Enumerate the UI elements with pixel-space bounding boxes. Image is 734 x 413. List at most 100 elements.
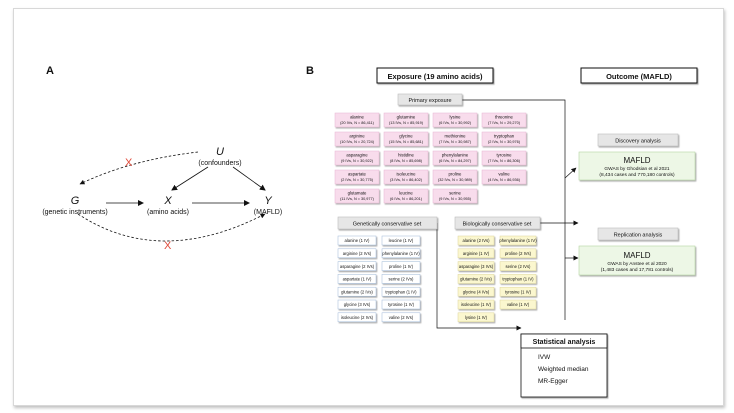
genetic-item-alanine-1-iv: alanine (1 IV) <box>337 235 377 246</box>
svg-text:proline (1 IV): proline (1 IV) <box>389 264 414 269</box>
panel-a-label: A <box>46 65 54 77</box>
to-discovery-arrow <box>564 167 577 179</box>
svg-text:tryptophan (1 IV): tryptophan (1 IV) <box>385 289 417 294</box>
genetic-item-glycine-3-ivs: glycine (3 IVs) <box>337 299 377 310</box>
svg-text:asparagine (3 IVs): asparagine (3 IVs) <box>459 264 494 269</box>
primary-item-alanine: alanine(20 IVs, N = 86,411) <box>334 112 380 128</box>
bio-item-tyrosine-1-iv: tyrosine (1 IV) <box>499 286 537 297</box>
svg-text:isoleucine (1 IV): isoleucine (1 IV) <box>461 302 492 307</box>
discovery-line2: (8,434 cases and 770,180 controls) <box>599 172 675 178</box>
svg-text:(10 IVs, N = 20,724): (10 IVs, N = 20,724) <box>340 140 375 144</box>
genetic-item-tryptophan-1-iv: tryptophan (1 IV) <box>381 286 421 297</box>
bio-item-phenylalanine-1-iv: phenylalanine (1 IV) <box>499 235 537 246</box>
primary-item-leucine: leucine(6 IVs, N = 86,201) <box>383 188 429 204</box>
svg-text:tryptophan: tryptophan <box>494 134 515 139</box>
bio-item-proline-2-ivs: proline (2 IVs) <box>499 248 537 259</box>
svg-text:arginine (1 IV): arginine (1 IV) <box>463 251 490 256</box>
svg-text:phenylalanine (1 IV): phenylalanine (1 IV) <box>382 251 420 256</box>
genetic-item-phenylalanine-1-iv: phenylalanine (1 IV) <box>381 248 421 259</box>
primary-item-threonine: threonine(7 IVs, N = 29,270) <box>481 112 527 128</box>
svg-text:leucine: leucine <box>399 191 413 196</box>
primary-item-lysine: lysine(6 IVs, N = 30,992) <box>432 112 478 128</box>
svg-text:isoleucine (2 IVs): isoleucine (2 IVs) <box>341 315 374 320</box>
svg-text:glutamine (2 IVs): glutamine (2 IVs) <box>460 277 492 282</box>
svg-text:phenylalanine: phenylalanine <box>442 153 469 158</box>
genetic-item-isoleucine-2-ivs: isoleucine (2 IVs) <box>337 312 377 323</box>
svg-text:glutamine (2 IVs): glutamine (2 IVs) <box>341 289 373 294</box>
genetic-item-arginine-2-ivs: arginine (2 IVs) <box>337 248 377 259</box>
genetic-item-valine-2-ivs: valine (2 IVs) <box>381 312 421 323</box>
primary-item-tyrosine: tyrosine(7 IVs, N = 86,306) <box>481 150 527 166</box>
bio-item-asparagine-3-ivs: asparagine (3 IVs) <box>457 261 495 271</box>
svg-text:(32 IVs, N = 30,989): (32 IVs, N = 30,989) <box>438 178 473 182</box>
genetic-item-leucine-1-iv: leucine (1 IV) <box>381 235 421 246</box>
svg-text:asparagine (2 IVs): asparagine (2 IVs) <box>340 264 375 269</box>
stat-item-weighted-median: Weighted median <box>538 366 589 373</box>
primary-item-histidine: histidine(8 IVs, N = 85,698) <box>383 150 429 166</box>
svg-text:glycine (4 IVs): glycine (4 IVs) <box>463 289 490 294</box>
svg-text:(9 IVs, N = 30,922): (9 IVs, N = 30,922) <box>341 159 374 163</box>
replication-analysis-label: Replication analysis <box>614 233 663 239</box>
svg-text:leucine (1 IV): leucine (1 IV) <box>389 238 414 243</box>
primary-item-glutamate: glutamate(11 IVs, N = 30,977) <box>334 188 380 204</box>
svg-text:(7 IVs, N = 30,987): (7 IVs, N = 30,987) <box>439 140 472 144</box>
svg-text:(2 IVs, N = 30,775): (2 IVs, N = 30,775) <box>341 178 374 182</box>
svg-text:(2 IVs, N = 30,976): (2 IVs, N = 30,976) <box>488 140 521 144</box>
genetic-item-aspartate-1-iv: aspartate (1 IV) <box>337 274 377 284</box>
primary-item-serine: serine(9 IVs, N = 30,955) <box>432 188 478 204</box>
panel-b-label: B <box>306 65 314 77</box>
node-g-label: (genetic instruments) <box>42 209 107 216</box>
svg-text:glutamate: glutamate <box>348 191 367 196</box>
primary-exposure-label: Primary exposure <box>408 98 451 104</box>
svg-text:phenylalanine (1 IV): phenylalanine (1 IV) <box>499 238 537 243</box>
stat-header-box <box>520 333 608 349</box>
svg-text:isoleucine: isoleucine <box>396 172 416 177</box>
node-x-label: (amino acids) <box>147 209 189 216</box>
u-to-y-arrow <box>232 166 266 191</box>
replication-outcome-box <box>578 245 696 276</box>
u-to-x-arrow <box>171 166 209 191</box>
bio-item-lysine-1-iv: lysine (1 IV) <box>457 312 495 323</box>
svg-text:(13 IVs, N = 85,919): (13 IVs, N = 85,919) <box>389 121 424 125</box>
svg-text:lysine (1 IV): lysine (1 IV) <box>465 315 488 320</box>
outcome-header: Outcome (MAFLD) <box>606 72 672 81</box>
svg-text:(6 IVs, N = 84,297): (6 IVs, N = 84,297) <box>439 159 472 163</box>
svg-text:(20 IVs, N = 86,411): (20 IVs, N = 86,411) <box>340 121 375 125</box>
svg-text:(7 IVs, N = 86,306): (7 IVs, N = 86,306) <box>488 159 521 163</box>
svg-text:serine (2 IVs): serine (2 IVs) <box>389 277 415 282</box>
genetic-item-tyrosine-1-iv: tyrosine (1 IV) <box>381 299 421 310</box>
discovery-analysis-label: Discovery analysis <box>615 139 661 145</box>
replication-line1: GWAS by Anstee et al 2020 <box>607 261 667 267</box>
svg-text:tyrosine: tyrosine <box>496 153 512 158</box>
bio-item-glutamine-2-ivs: glutamine (2 IVs) <box>457 274 495 284</box>
bio-item-serine-2-ivs: serine (2 IVs) <box>499 261 537 271</box>
svg-text:glutamine: glutamine <box>397 115 416 120</box>
bio-set-label: Biologically conservative set <box>463 222 532 228</box>
replication-analysis-box <box>597 227 679 241</box>
bio-set-grid: alanine (2 IVs) phenylalanine (1 IV) argin… <box>457 235 537 323</box>
primary-item-proline: proline(32 IVs, N = 30,989) <box>432 169 478 185</box>
primary-item-methionine: methionine(7 IVs, N = 30,987) <box>432 131 478 147</box>
svg-text:(9 IVs, N = 30,955): (9 IVs, N = 30,955) <box>439 197 472 201</box>
node-u-label: (confounders) <box>198 160 241 167</box>
svg-text:serine: serine <box>449 191 461 196</box>
primary-exposure-grid: alanine(20 IVs, N = 86,411)glutamine(13 … <box>334 112 527 204</box>
discovery-line1: GWAS by Ghodsian et al 2021 <box>604 166 669 172</box>
cross-mark-top: X <box>125 157 133 169</box>
svg-text:alanine (2 IVs): alanine (2 IVs) <box>463 238 491 243</box>
primary-item-tryptophan: tryptophan(2 IVs, N = 30,976) <box>481 131 527 147</box>
replication-line2: (1,483 cases and 17,781 controls) <box>601 267 674 273</box>
svg-text:asparagine: asparagine <box>346 153 368 158</box>
node-u: U <box>216 146 224 158</box>
primary-item-arginine: arginine(10 IVs, N = 20,724) <box>334 131 380 147</box>
bio-item-alanine-2-ivs: alanine (2 IVs) <box>457 235 495 246</box>
svg-text:glycine: glycine <box>399 134 413 139</box>
genetic-item-serine-2-ivs: serine (2 IVs) <box>381 274 421 284</box>
bio-item-valine-1-iv: valine (1 IV) <box>499 299 537 310</box>
primary-item-glutamine: glutamine(13 IVs, N = 85,919) <box>383 112 429 128</box>
svg-text:proline (2 IVs): proline (2 IVs) <box>505 251 532 256</box>
svg-text:tyrosine (1 IV): tyrosine (1 IV) <box>388 302 415 307</box>
genetic-to-stat-arrow <box>436 223 522 331</box>
node-g: G <box>71 195 80 207</box>
